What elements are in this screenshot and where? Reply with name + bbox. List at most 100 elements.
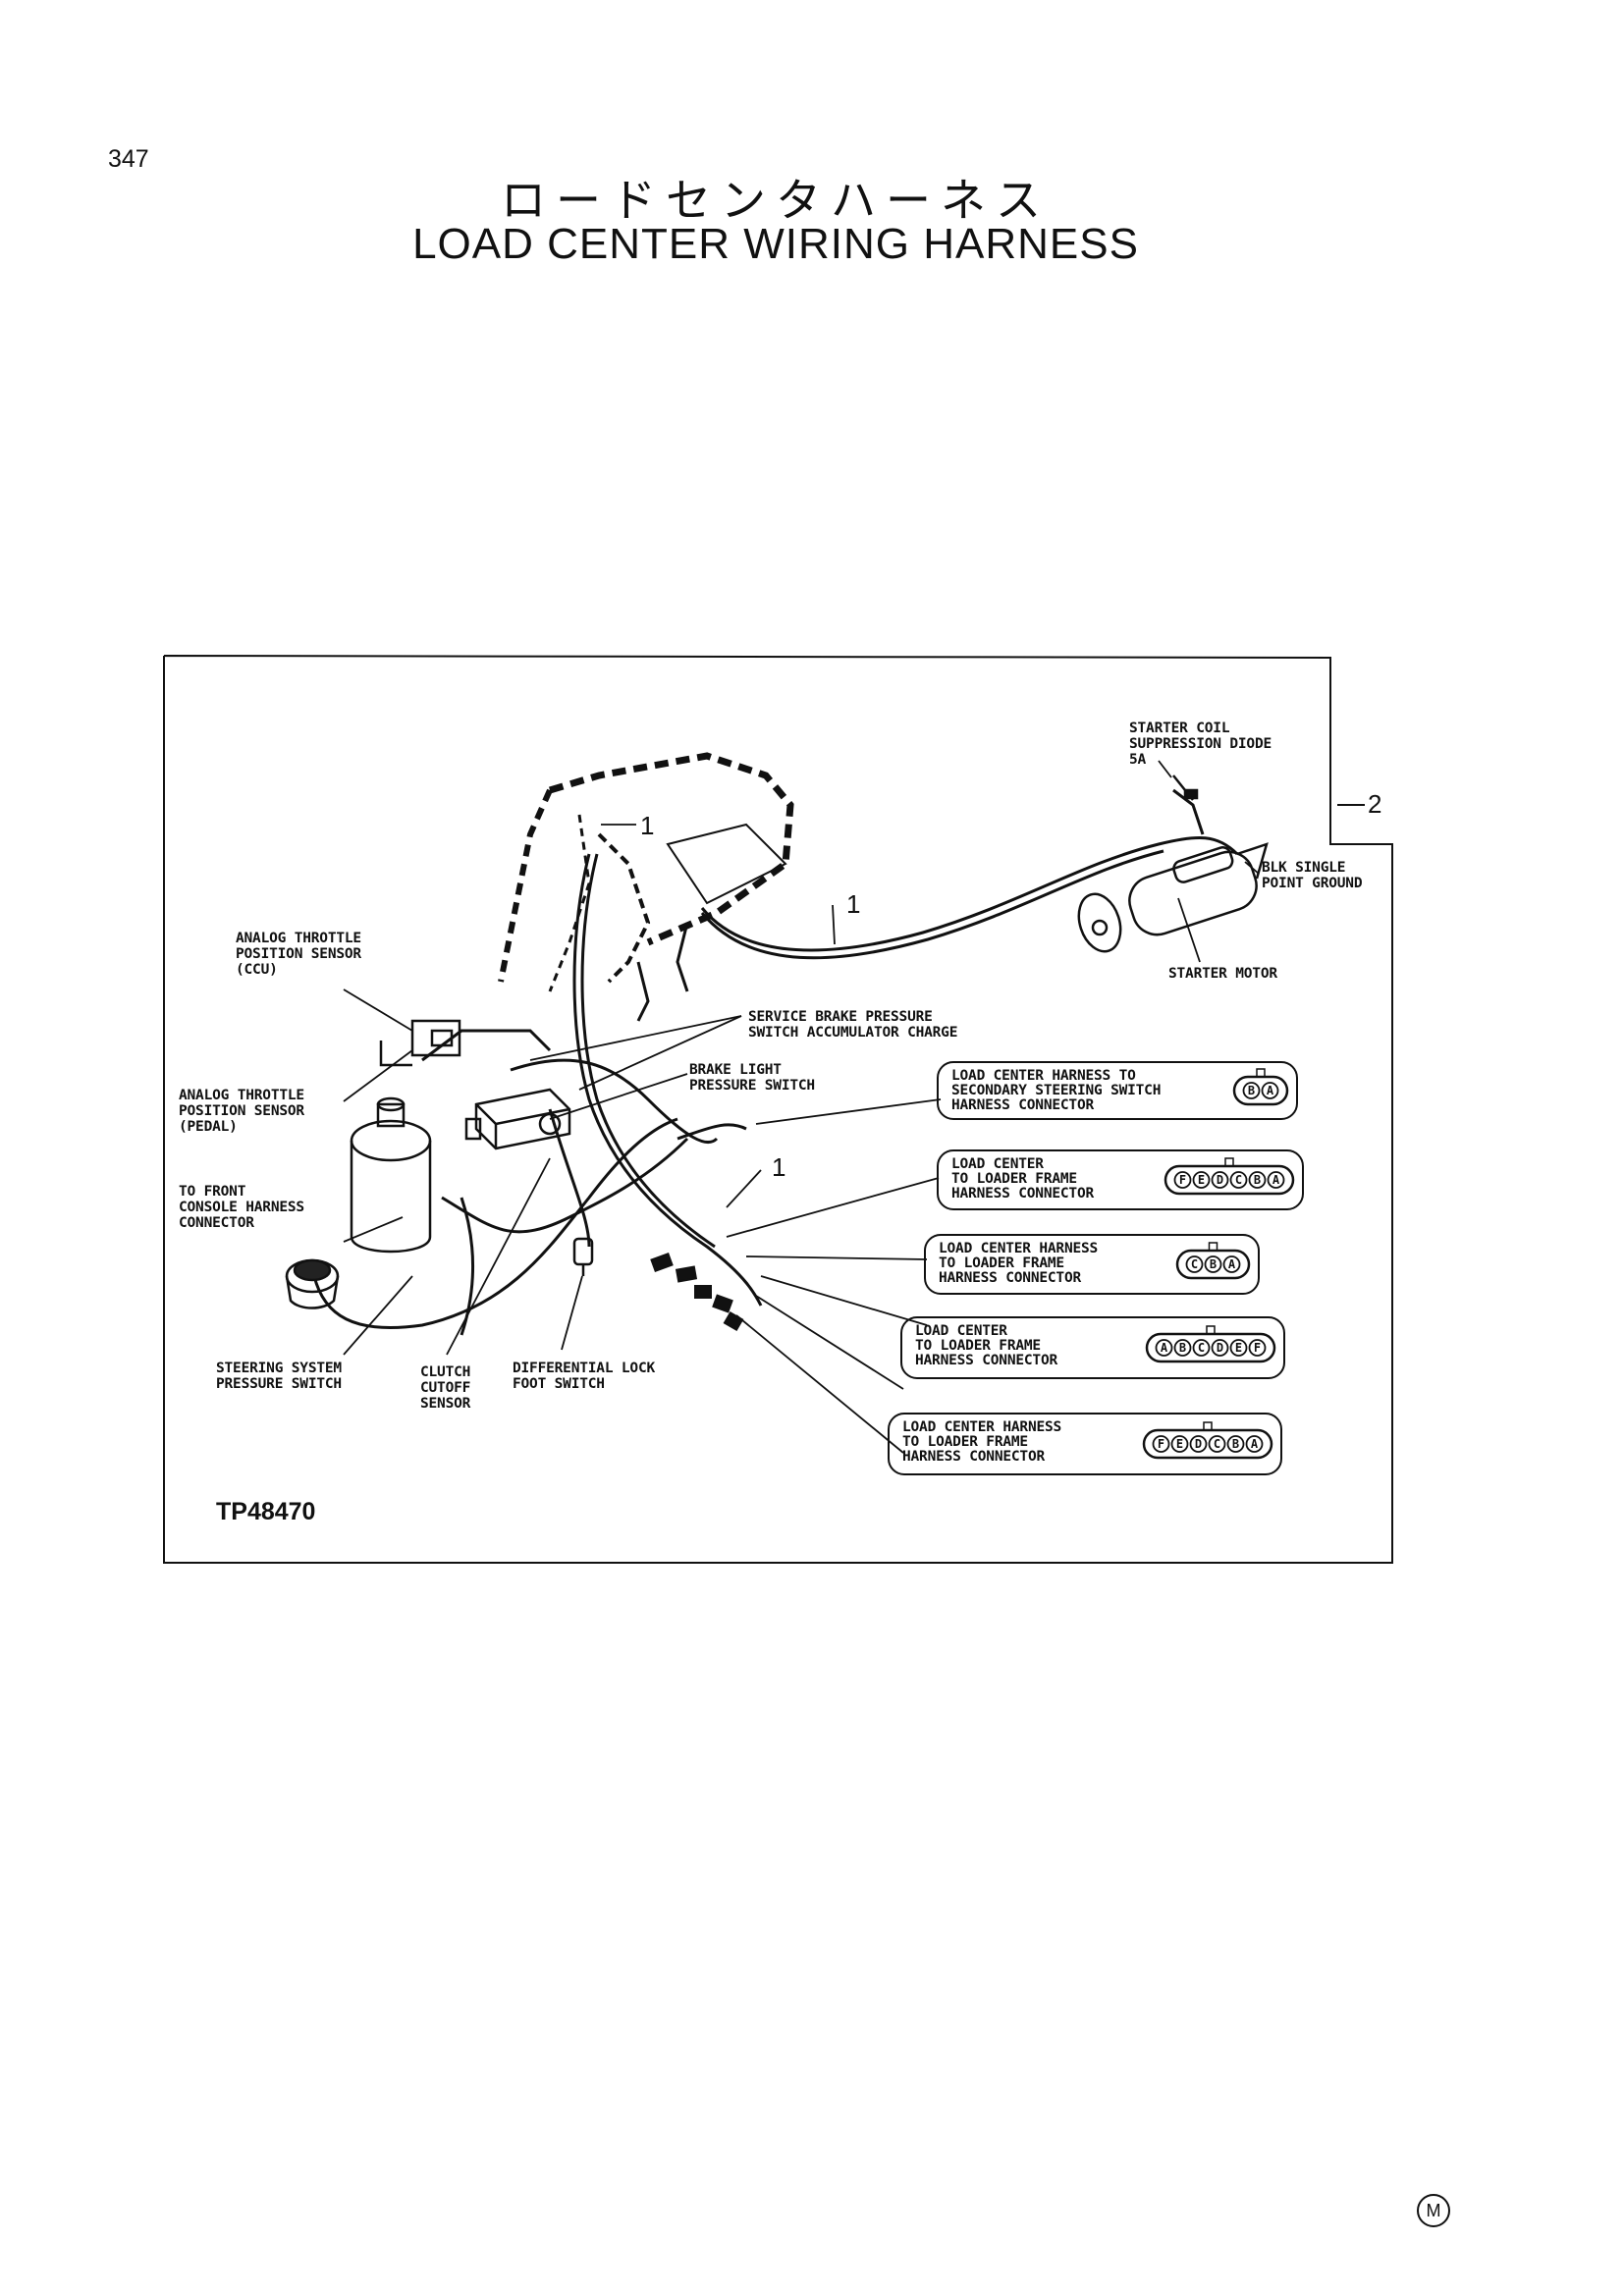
connector-pin-label: F xyxy=(1158,1437,1164,1451)
connector-pin xyxy=(1211,1171,1229,1189)
callout-line: FOOT SWITCH xyxy=(513,1376,605,1392)
callout-line: CLUTCH xyxy=(420,1364,470,1380)
diff-lock-switch xyxy=(572,1237,594,1276)
connector-pin xyxy=(1173,1171,1192,1189)
connector-key xyxy=(1206,1325,1216,1335)
connector-pin-label: D xyxy=(1217,1341,1223,1355)
throttle-sensor-ccu xyxy=(379,1019,461,1067)
connector-pin-label: E xyxy=(1235,1341,1242,1355)
callout-service-brake: SERVICE BRAKE PRESSURE SWITCH ACCUMULATO… xyxy=(748,1009,957,1041)
connector-callout-frame xyxy=(900,1316,1285,1379)
callout-line: STEERING SYSTEM xyxy=(216,1361,342,1376)
connector-callout-line: LOAD CENTER xyxy=(951,1156,1044,1172)
connector-callout-line: TO LOADER FRAME xyxy=(902,1434,1028,1450)
callout-line: POINT GROUND xyxy=(1262,876,1363,891)
connector-callout-line: TO LOADER FRAME xyxy=(939,1255,1064,1271)
connector-pin xyxy=(1192,1171,1211,1189)
connector-face xyxy=(1232,1075,1289,1106)
page-number: 347 xyxy=(108,145,149,173)
ref-number-1-ecu: 1 xyxy=(640,811,654,840)
connector-callout-line: LOAD CENTER HARNESS xyxy=(939,1241,1098,1256)
callout-line: POSITION SENSOR xyxy=(236,946,361,962)
connector-callout-line: LOAD CENTER xyxy=(915,1323,1007,1339)
connector-callout-line: HARNESS CONNECTOR xyxy=(902,1449,1045,1465)
connector-key xyxy=(1256,1068,1266,1078)
connector-pin-label: B xyxy=(1232,1437,1239,1451)
connector-pin-label: C xyxy=(1214,1437,1220,1451)
connector-key xyxy=(1203,1421,1213,1431)
page-title: LOAD CENTER WIRING HARNESS xyxy=(412,220,1139,268)
brake-pressure-switch xyxy=(464,1088,571,1150)
connector-pin xyxy=(1229,1339,1248,1357)
connector-callout-line: SECONDARY STEERING SWITCH xyxy=(951,1083,1161,1098)
connector-pin-label: C xyxy=(1235,1173,1242,1187)
connector-pin-label: A xyxy=(1267,1084,1274,1097)
connector-key xyxy=(1224,1157,1234,1167)
connector-callout-line: HARNESS CONNECTOR xyxy=(915,1353,1057,1368)
callout-line: PRESSURE SWITCH xyxy=(689,1078,815,1094)
harness-plug-bundle xyxy=(650,1253,744,1332)
connector-callout-line: TO LOADER FRAME xyxy=(951,1171,1077,1187)
connector-callout-line: LOAD CENTER HARNESS TO xyxy=(951,1068,1136,1084)
callout-throttle-pedal: ANALOG THROTTLE POSITION SENSOR (PEDAL) xyxy=(179,1088,305,1135)
callout-line: POSITION SENSOR xyxy=(179,1103,304,1119)
connector-callout-frame xyxy=(924,1234,1260,1295)
ref-number-2: 2 xyxy=(1368,789,1381,819)
callout-line: ANALOG THROTTLE xyxy=(179,1088,304,1103)
connector-pin xyxy=(1192,1339,1211,1357)
harness-wires xyxy=(312,788,1239,1336)
figure-frame xyxy=(163,655,1393,1564)
connector-pin xyxy=(1242,1082,1261,1099)
connector-pin-label: A xyxy=(1272,1173,1280,1187)
figure-code: TP48470 xyxy=(216,1498,315,1525)
connector-key xyxy=(1208,1242,1218,1252)
callout-throttle-ccu: ANALOG THROTTLE POSITION SENSOR (CCU) xyxy=(236,931,362,978)
callout-line: BLK SINGLE xyxy=(1262,860,1345,876)
connector-pin xyxy=(1204,1255,1222,1273)
callout-line: CONSOLE HARNESS xyxy=(179,1200,304,1215)
connector-pin xyxy=(1208,1435,1226,1453)
console-connector xyxy=(285,1258,340,1309)
connector-callout-frame xyxy=(888,1413,1282,1475)
load-center-module xyxy=(498,752,794,1022)
connector-pin xyxy=(1248,1171,1267,1189)
connector-pin-label: B xyxy=(1254,1173,1261,1187)
connector-callout-frame xyxy=(937,1149,1304,1210)
callout-line: STARTER MOTOR xyxy=(1168,966,1277,982)
callout-line: SERVICE BRAKE PRESSURE xyxy=(748,1009,933,1025)
connector-pin xyxy=(1173,1339,1192,1357)
connector-pin-label: F xyxy=(1179,1173,1186,1187)
callout-line: CUTOFF xyxy=(420,1380,470,1396)
connector-pin-label: D xyxy=(1217,1173,1223,1187)
callout-diff-lock: DIFFERENTIAL LOCK FOOT SWITCH xyxy=(513,1361,656,1392)
connector-pin xyxy=(1152,1435,1170,1453)
connector-callout-line: TO LOADER FRAME xyxy=(915,1338,1041,1354)
callout-line: SENSOR xyxy=(420,1396,471,1412)
connector-pin xyxy=(1185,1255,1204,1273)
connector-pin xyxy=(1170,1435,1189,1453)
callout-blk-ground: BLK SINGLE POINT GROUND xyxy=(1262,860,1363,891)
callout-line: (PEDAL) xyxy=(179,1119,238,1135)
connector-pin-label: A xyxy=(1251,1437,1259,1451)
page-title-japanese: ロードセンタハーネス xyxy=(501,174,1051,227)
connector-pin-label: E xyxy=(1176,1437,1183,1451)
callout-front-console: TO FRONT CONSOLE HARNESS CONNECTOR xyxy=(179,1184,304,1231)
connector-pin-label: B xyxy=(1210,1257,1217,1271)
callout-line: ANALOG THROTTLE xyxy=(236,931,361,946)
connector-pin-label: B xyxy=(1248,1084,1255,1097)
callout-line: SUPPRESSION DIODE xyxy=(1129,736,1272,752)
ref-number-1-frame: 1 xyxy=(772,1152,785,1182)
connector-pin xyxy=(1226,1435,1245,1453)
callout-line: PRESSURE SWITCH xyxy=(216,1376,342,1392)
connector-callout-line: LOAD CENTER HARNESS xyxy=(902,1419,1061,1435)
connector-callout-line: HARNESS CONNECTOR xyxy=(951,1186,1094,1201)
connector-pin xyxy=(1267,1171,1285,1189)
callout-line: DIFFERENTIAL LOCK xyxy=(513,1361,655,1376)
callout-line: TO FRONT xyxy=(179,1184,246,1200)
